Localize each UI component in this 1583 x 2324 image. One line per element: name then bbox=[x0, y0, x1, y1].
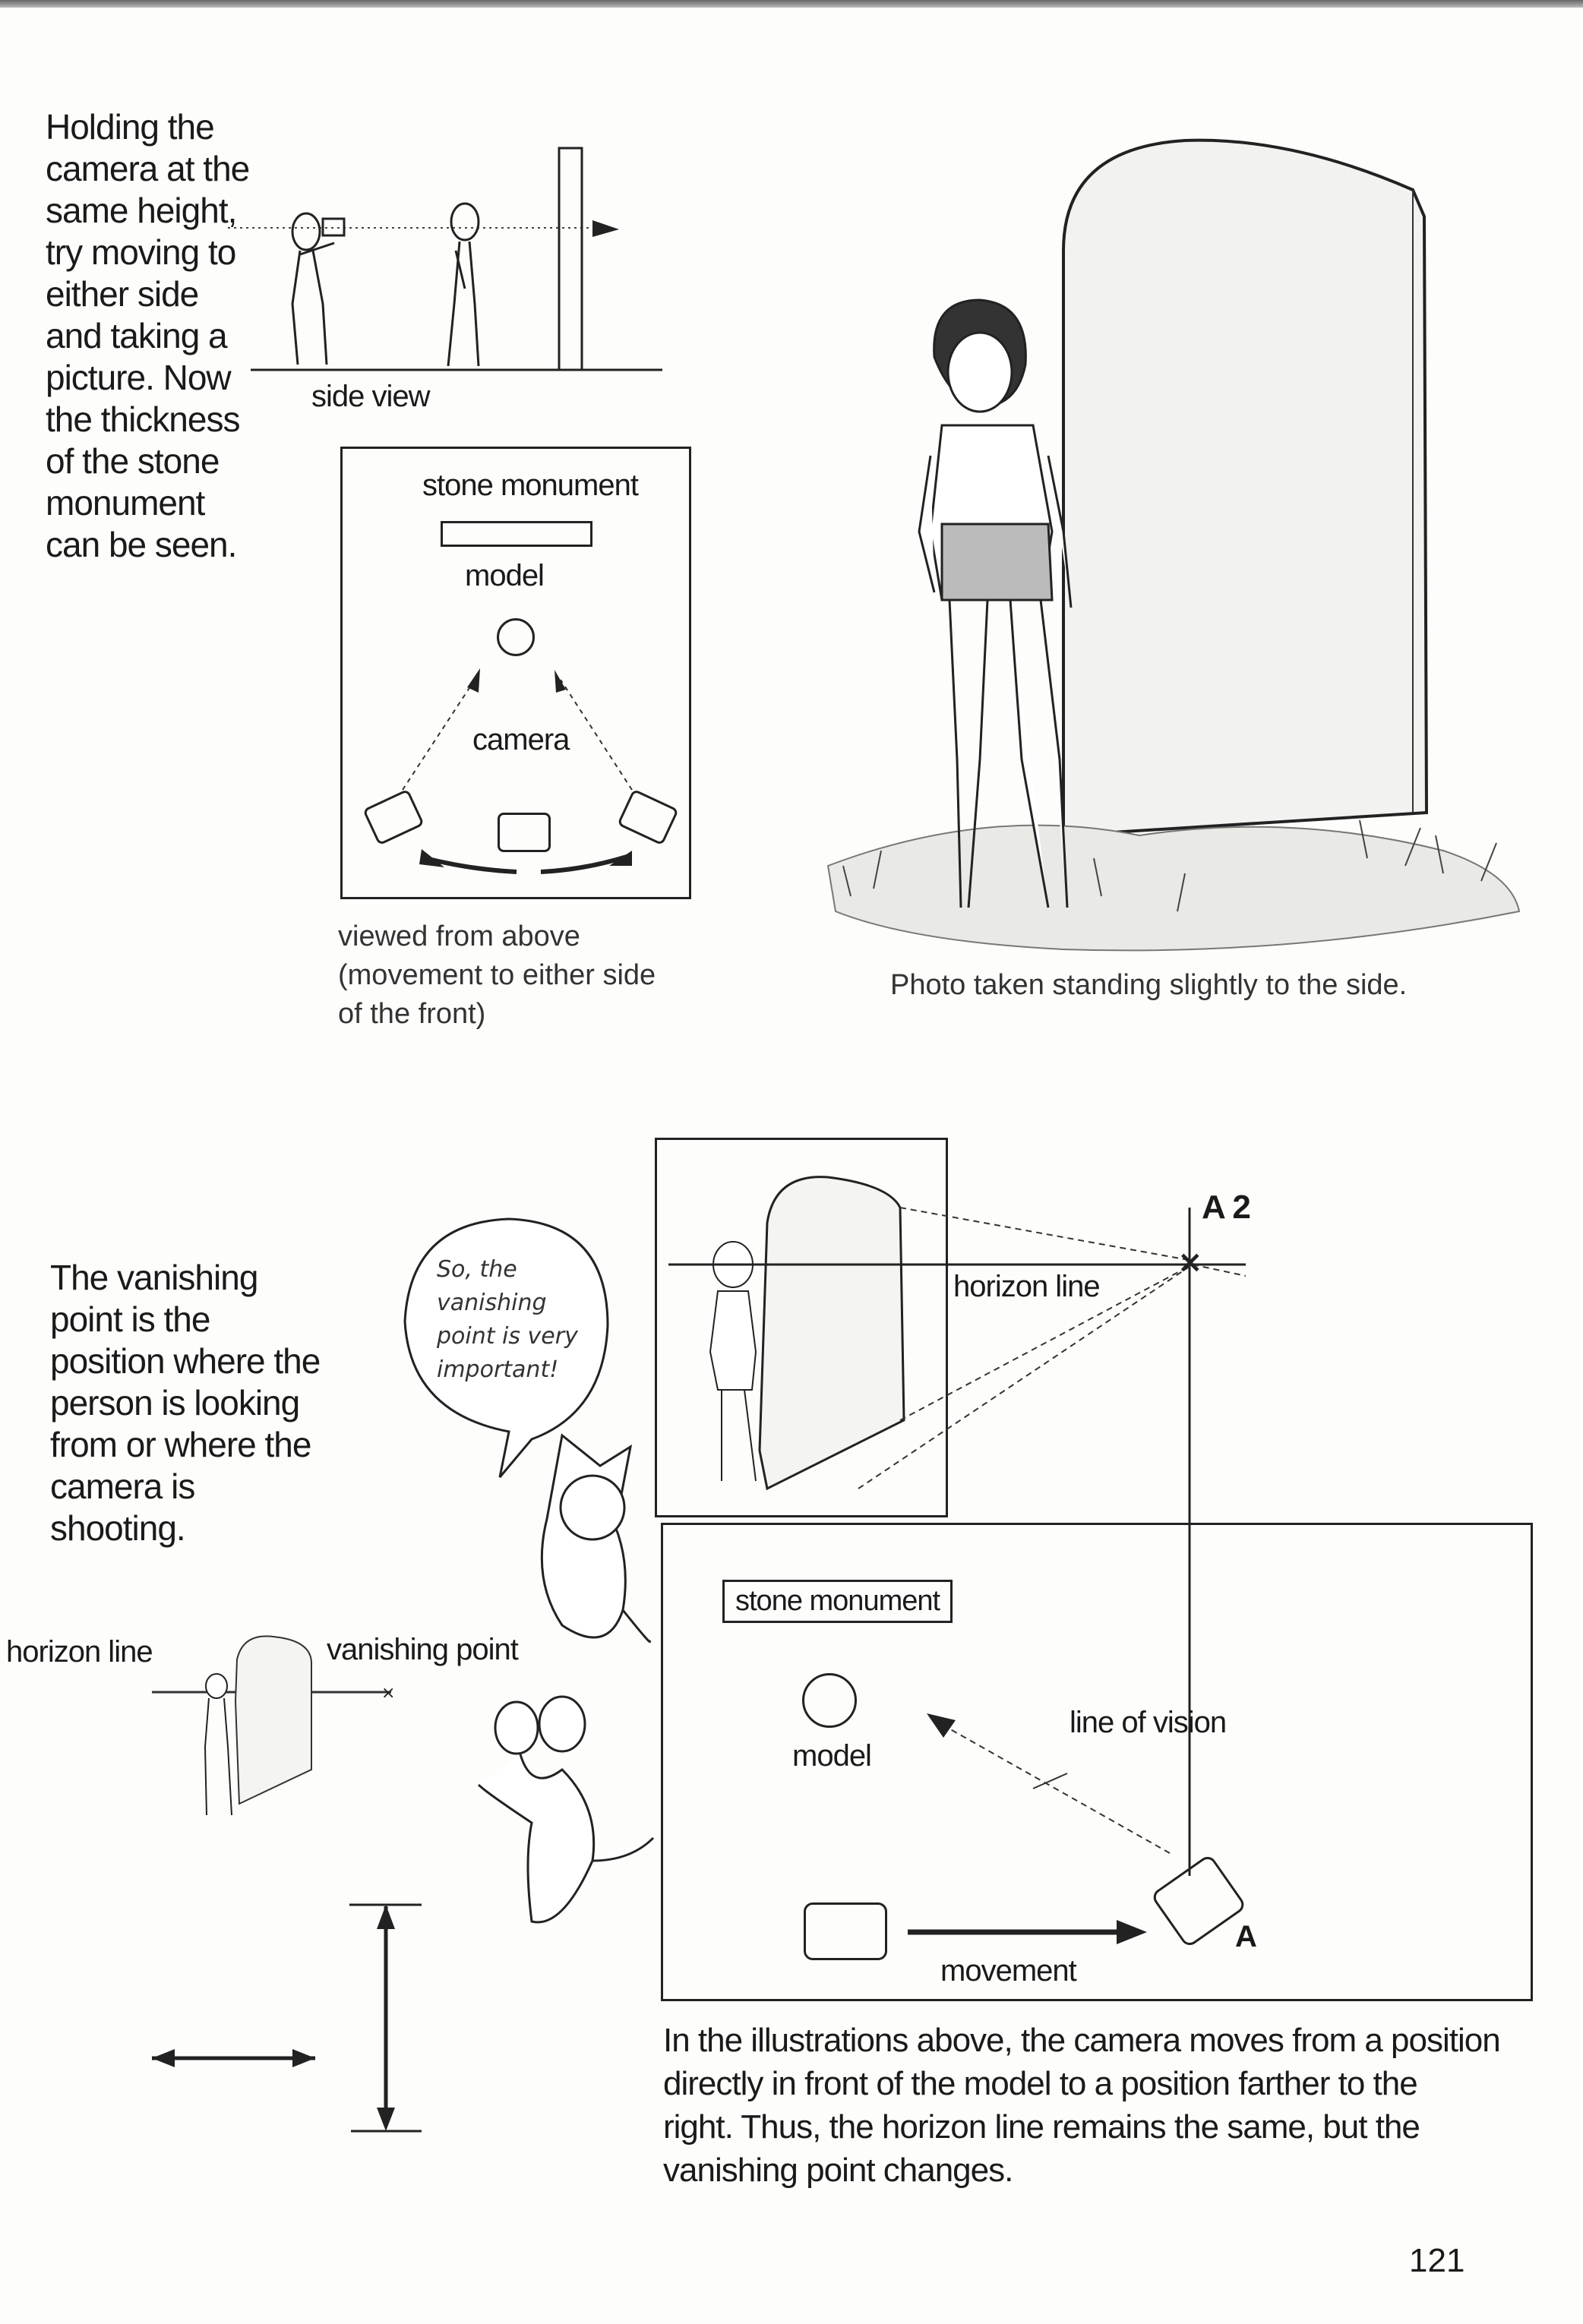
caption-line: vanishing point changes. bbox=[663, 2152, 1013, 2189]
a2-label: A 2 bbox=[1202, 1189, 1251, 1226]
text-line: of the stone bbox=[46, 441, 220, 481]
a-label: A bbox=[1235, 1920, 1257, 1953]
cat-figure bbox=[540, 1433, 652, 1643]
camera-label: camera bbox=[472, 723, 570, 756]
model-figure bbox=[447, 202, 480, 367]
text-line: same height, bbox=[46, 191, 237, 230]
text-line: monument bbox=[46, 483, 205, 523]
text-line: and taking a bbox=[46, 316, 228, 355]
photographer-figure bbox=[291, 212, 346, 365]
plan-model-label: model bbox=[792, 1739, 872, 1773]
bottom-caption: In the illustrations above, the camera m… bbox=[663, 2019, 1544, 2192]
speech-bubble: So, the vanishing point is very importan… bbox=[437, 1253, 589, 1387]
svg-text:×: × bbox=[381, 1684, 395, 1703]
text-line: person is looking bbox=[50, 1383, 300, 1423]
top-view-diagram-box bbox=[340, 447, 691, 899]
side-view-label: side view bbox=[311, 380, 431, 413]
page-number: 121 bbox=[1409, 2242, 1465, 2279]
text-line: can be seen. bbox=[46, 525, 237, 564]
text-line: camera is bbox=[50, 1467, 195, 1506]
text-line: either side bbox=[46, 274, 199, 314]
text-line: The vanishing bbox=[50, 1258, 258, 1297]
model-circle bbox=[497, 618, 535, 656]
bubble-line: So, the bbox=[437, 1256, 517, 1283]
photo-caption: Photo taken standing slightly to the sid… bbox=[890, 969, 1408, 1001]
small-horizon-label: horizon line bbox=[6, 1635, 153, 1669]
plan-camera-front-icon bbox=[804, 1902, 887, 1960]
text-line: point is the bbox=[50, 1299, 210, 1339]
perspective-picture-box bbox=[655, 1138, 948, 1517]
plan-model-circle bbox=[802, 1673, 857, 1728]
small-vanishing-label: vanishing point bbox=[327, 1633, 519, 1666]
text-line: the thickness bbox=[46, 399, 240, 439]
svg-text:×: × bbox=[1177, 1245, 1203, 1280]
stone-monument-label: stone monument bbox=[422, 469, 639, 502]
caption-line: (movement to either side bbox=[338, 959, 656, 991]
plan-stone-monument-label: stone monument bbox=[722, 1580, 953, 1623]
page-top-edge bbox=[0, 0, 1583, 8]
text-line: Holding the bbox=[46, 107, 215, 147]
caption-line: right. Thus, the horizon line remains th… bbox=[663, 2108, 1420, 2146]
plan-view-box bbox=[661, 1523, 1533, 2001]
line-of-vision-label: line of vision bbox=[1070, 1706, 1227, 1739]
girl-figure bbox=[918, 298, 1073, 908]
movement-label: movement bbox=[940, 1954, 1077, 1988]
caption-line: of the front) bbox=[338, 998, 486, 1030]
text-line: camera at the bbox=[46, 149, 250, 188]
bubble-line: point is very bbox=[437, 1323, 578, 1350]
text-line: from or where the bbox=[50, 1425, 311, 1464]
top-view-caption: viewed from above (movement to either si… bbox=[338, 917, 703, 1034]
text-line: shooting. bbox=[50, 1508, 186, 1548]
camera-icon bbox=[498, 813, 551, 852]
caption-line: viewed from above bbox=[338, 920, 580, 952]
top-paragraph: Holding the camera at the same height, t… bbox=[46, 106, 273, 566]
text-line: try moving to bbox=[46, 232, 236, 272]
stone-monument-shape bbox=[441, 521, 592, 547]
horizon-line-label: horizon line bbox=[953, 1270, 1101, 1303]
bottom-paragraph: The vanishing point is the position wher… bbox=[50, 1257, 339, 1549]
caption-line: directly in front of the model to a posi… bbox=[663, 2065, 1418, 2102]
bubble-line: vanishing bbox=[437, 1290, 547, 1316]
bubble-line: important! bbox=[437, 1356, 559, 1383]
text-line: picture. Now bbox=[46, 358, 232, 397]
caption-line: In the illustrations above, the camera m… bbox=[663, 2022, 1501, 2059]
model-label: model bbox=[465, 559, 545, 592]
mouse-figure bbox=[477, 1695, 655, 1924]
text-line: position where the bbox=[50, 1341, 321, 1381]
